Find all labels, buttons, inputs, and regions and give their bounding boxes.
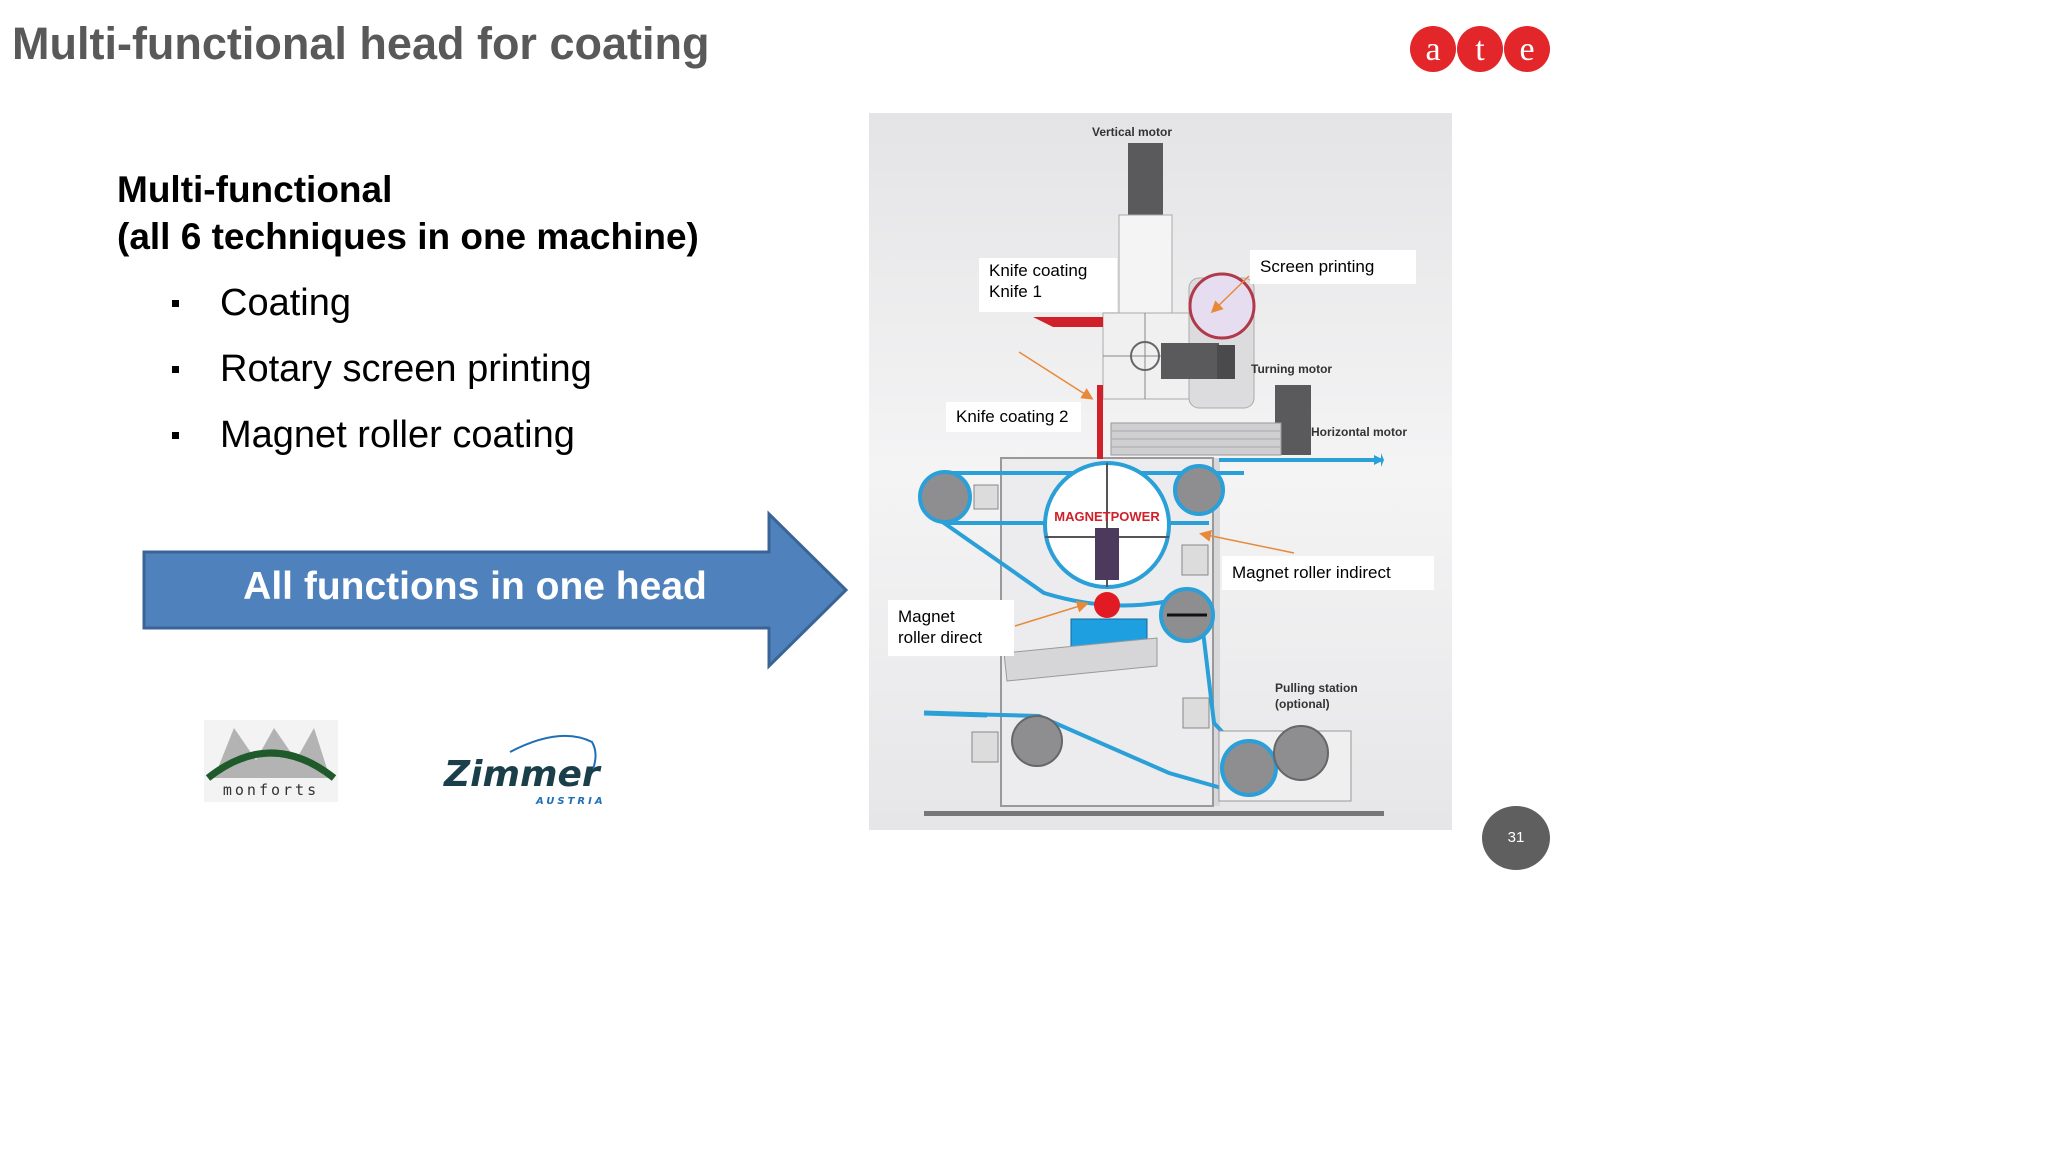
bullet-square-icon [172,300,179,307]
zimmer-subtext: AUSTRIA [535,796,606,807]
magnet-direct-pointer [1014,600,1089,627]
callout-knife-coating-1: Knife coating Knife 1 [979,258,1117,312]
pulling-roller-1 [1220,739,1278,797]
knife-2 [1097,385,1103,459]
list-item: Rotary screen printing [170,344,592,410]
screen-printing-pointer [1210,275,1250,314]
heading-line-2: (all 6 techniques in one machine) [117,216,699,257]
pulling-station-label-2: (optional) [1275,697,1330,711]
zimmer-logo: Zimmer AUSTRIA [443,734,606,807]
pulling-roller-2 [1273,725,1329,781]
magnet-roller-direct-red [1094,592,1120,618]
ate-logo-letter-e: e [1519,31,1534,68]
all-functions-arrow [142,510,849,670]
callout-magnet-roller-direct-line2: roller direct [898,628,983,647]
callout-magnet-roller-direct-line1: Magnet [898,607,955,626]
vertical-column [1118,214,1173,316]
belt-in [923,710,988,718]
ate-logo-circle-t [1457,26,1503,72]
list-item: Magnet roller coating [170,410,592,476]
machine-base [924,811,1384,816]
list-item: Coating [170,278,592,344]
ate-logo-circle-a [1410,26,1456,72]
roller-bottom-left [1011,715,1063,767]
page-number-badge: 31 [1482,806,1550,870]
monforts-logo: monforts [204,720,338,802]
list-item-text: Magnet roller coating [220,414,575,456]
heading-line-1: Multi-functional [117,169,393,210]
roller-left [918,470,972,524]
slide-title: Multi-functional head for coating [12,18,710,69]
bullet-square-icon [172,366,179,373]
turning-motor-label: Turning motor [1251,362,1332,376]
ate-logo-letter-a: a [1425,31,1440,68]
roller-right [1173,464,1225,516]
coating-head-diagram: MAGNETPOWER Vertical motor Turning motor… [869,113,1452,830]
arrow-label: All functions in one head [243,565,707,608]
knife-2-pointer [1018,351,1094,400]
callout-knife-coating-2: Knife coating 2 [946,402,1081,432]
callout-knife-coating-1-line1: Knife coating [989,261,1088,280]
ate-logo: a t e [1410,26,1550,72]
callout-magnet-roller-direct: Magnet roller direct [888,600,1014,656]
bullet-square-icon [172,432,179,439]
ate-logo-circle-e [1504,26,1550,72]
list-item-text: Coating [220,282,351,324]
screen-printing-cylinder [1188,272,1256,340]
callout-screen-printing: Screen printing [1250,250,1416,284]
callout-magnet-roller-indirect: Magnet roller indirect [1222,556,1434,590]
technique-list: Coating Rotary screen printing Magnet ro… [170,278,592,476]
magnet-coil [1095,528,1119,580]
magnet-indirect-pointer [1199,529,1295,554]
list-item-text: Rotary screen printing [220,348,592,390]
vertical-motor [1128,143,1163,215]
callout-knife-coating-1-line2: Knife 1 [989,282,1042,301]
turning-motor [1161,343,1219,379]
content-heading: Multi-functional (all 6 techniques in on… [117,166,699,260]
zimmer-wordmark: Zimmer [443,754,602,795]
vertical-motor-label: Vertical motor [1092,125,1172,139]
ate-logo-letter-t: t [1475,31,1485,68]
magnetpower-label: MAGNETPOWER [1054,509,1160,524]
knife-1 [1033,317,1103,327]
monforts-wordmark: monforts [223,781,319,799]
arrow-shape [142,510,849,670]
horizontal-motor-label: Horizontal motor [1311,425,1407,439]
pulling-station-label-1: Pulling station [1275,681,1358,695]
